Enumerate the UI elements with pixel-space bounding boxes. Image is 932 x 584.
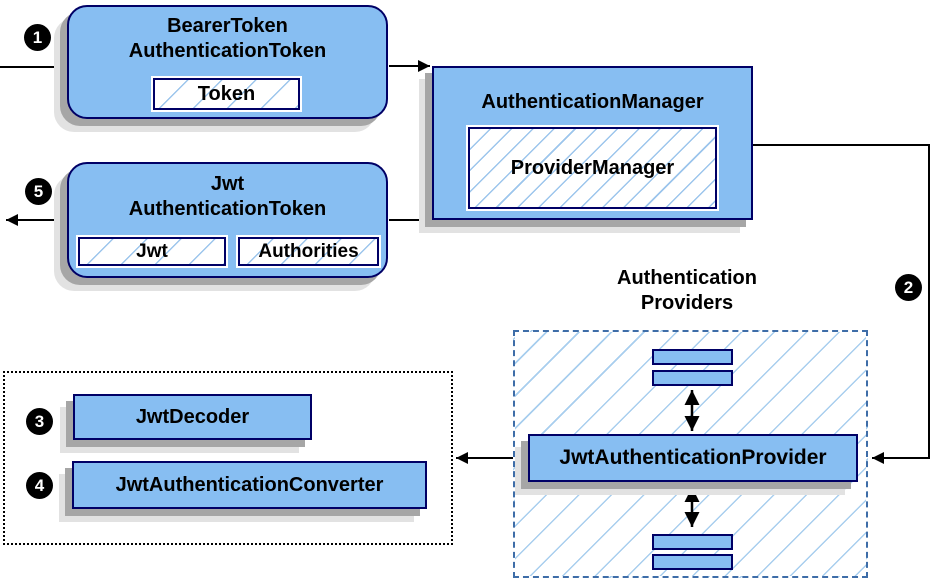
bearer-token-title-line1: BearerToken	[167, 15, 288, 37]
step-badge-4: 4	[26, 472, 53, 499]
authentication-providers-label: Authentication Providers	[587, 266, 787, 316]
step-badge-5: 5	[25, 178, 52, 205]
step-badge-3: 3	[26, 408, 53, 435]
token-chip: Token	[153, 78, 300, 110]
step-badge-2: 2	[895, 274, 922, 301]
jwt-authentication-token-box: Jwt AuthenticationToken Jwt Authorities	[67, 162, 388, 278]
jwt-decoder-box: JwtDecoder	[73, 394, 312, 440]
authentication-manager-title: AuthenticationManager	[481, 91, 704, 113]
jwt-authentication-provider-box: JwtAuthenticationProvider	[528, 434, 858, 482]
step-badge-1: 1	[24, 24, 51, 51]
providers-label-line1: Authentication	[617, 267, 757, 289]
jwt-authentication-converter-box: JwtAuthenticationConverter	[72, 461, 427, 509]
jwt-chip: Jwt	[78, 237, 226, 266]
bearer-token-box-title: BearerToken AuthenticationToken	[69, 14, 386, 64]
providers-label-line2: Providers	[640, 292, 734, 314]
bearer-token-authentication-token-box: BearerToken AuthenticationToken Token	[67, 5, 388, 119]
provider-placeholder-bar-1	[652, 349, 733, 365]
provider-manager-chip: ProviderManager	[468, 127, 717, 209]
provider-placeholder-bar-4	[652, 554, 733, 570]
jwt-token-title-line2: AuthenticationToken	[128, 198, 327, 220]
provider-placeholder-bar-3	[652, 534, 733, 550]
authorities-chip: Authorities	[238, 237, 379, 266]
bearer-token-title-line2: AuthenticationToken	[128, 40, 327, 62]
jwt-token-box-title: Jwt AuthenticationToken	[69, 172, 386, 222]
arrow-manager-to-provider	[753, 144, 930, 464]
jwt-token-title-line1: Jwt	[210, 173, 245, 195]
authentication-manager-box: AuthenticationManager ProviderManager	[432, 66, 753, 220]
provider-placeholder-bar-2	[652, 370, 733, 386]
